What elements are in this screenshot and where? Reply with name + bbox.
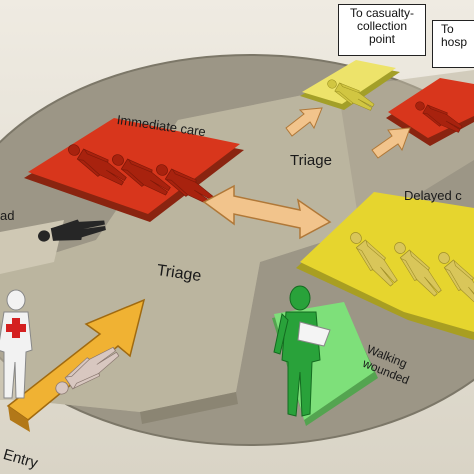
casualty-collection-sign-line3: point xyxy=(368,32,396,46)
arrow-to-collection-icon xyxy=(285,107,323,137)
hospital-sign-line2: hosp xyxy=(441,35,468,49)
delayed-care-label: Delayed c xyxy=(404,188,462,203)
arm-sling-figure-icon xyxy=(273,285,331,417)
entry-arrow xyxy=(6,298,146,432)
triage-top-label: Triage xyxy=(290,152,332,169)
hospital-sign-line1: To xyxy=(441,22,454,36)
double-headed-arrow-icon xyxy=(202,184,332,240)
arrow-to-hospital-icon xyxy=(371,127,411,159)
dead-area xyxy=(0,214,107,274)
casualty-collection-sign: To casualty- collection point xyxy=(338,4,426,56)
casualty-collection-mat xyxy=(300,60,400,115)
red-cross-medic-icon xyxy=(0,289,33,399)
casualty-collection-sign-line2: collection xyxy=(356,19,408,33)
dead-label: ad xyxy=(0,208,15,223)
casualty-collection-sign-line1: To casualty- xyxy=(349,6,415,20)
hospital-sign: To hosp xyxy=(432,20,474,68)
